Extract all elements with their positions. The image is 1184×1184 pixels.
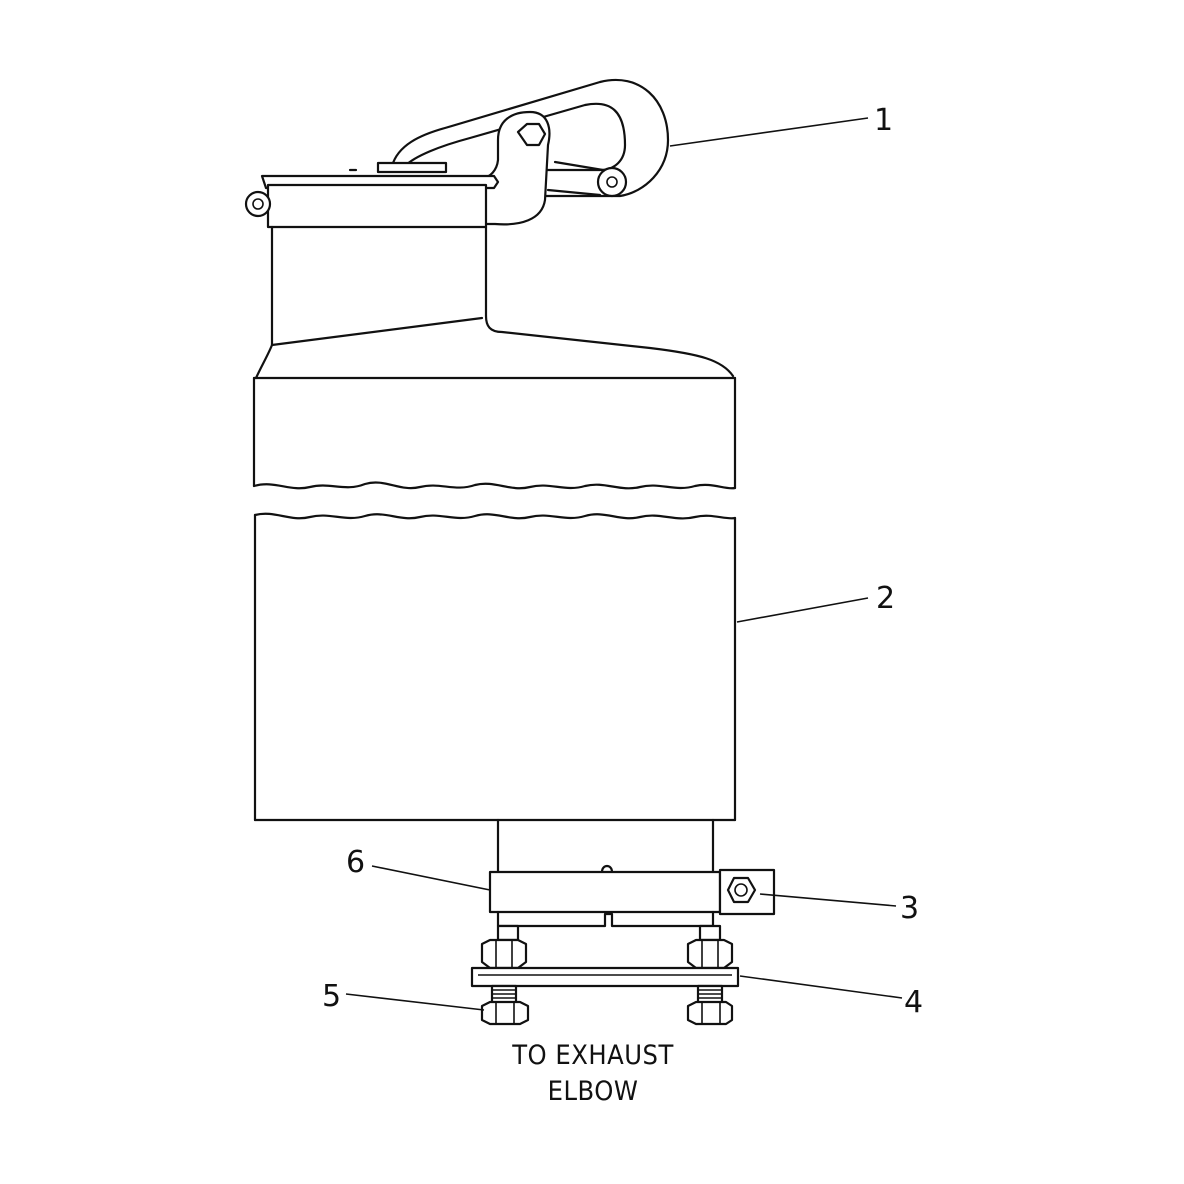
leader-lines bbox=[345, 117, 903, 1011]
callout-5: 5 bbox=[322, 979, 341, 1014]
muffler-neck bbox=[252, 225, 737, 380]
outlet-pipe bbox=[496, 818, 715, 874]
callout-1: 1 bbox=[874, 103, 893, 138]
callout-4: 4 bbox=[904, 985, 923, 1020]
muffler-body-lower bbox=[253, 512, 737, 822]
clamp-ear bbox=[244, 190, 272, 218]
muffler-body-upper bbox=[252, 376, 737, 490]
caption-line-2: ELBOW bbox=[548, 1076, 639, 1107]
cap-bolt-hex-icon bbox=[516, 122, 547, 147]
left-lower-nut bbox=[480, 1000, 530, 1026]
mounting-plate bbox=[470, 966, 740, 988]
right-lower-nut bbox=[686, 1000, 734, 1026]
callout-6: 6 bbox=[346, 845, 365, 880]
callout-3: 3 bbox=[900, 891, 919, 926]
caption-line-1: TO EXHAUST bbox=[511, 1040, 674, 1071]
left-upper-nut bbox=[480, 938, 528, 970]
callout-2: 2 bbox=[876, 581, 895, 616]
mounting-hardware bbox=[470, 924, 740, 1026]
clamp-bolt-hex-icon bbox=[726, 876, 757, 904]
right-upper-nut bbox=[686, 938, 734, 970]
top-clamp-band bbox=[244, 161, 500, 229]
outlet-clamp bbox=[488, 868, 776, 928]
